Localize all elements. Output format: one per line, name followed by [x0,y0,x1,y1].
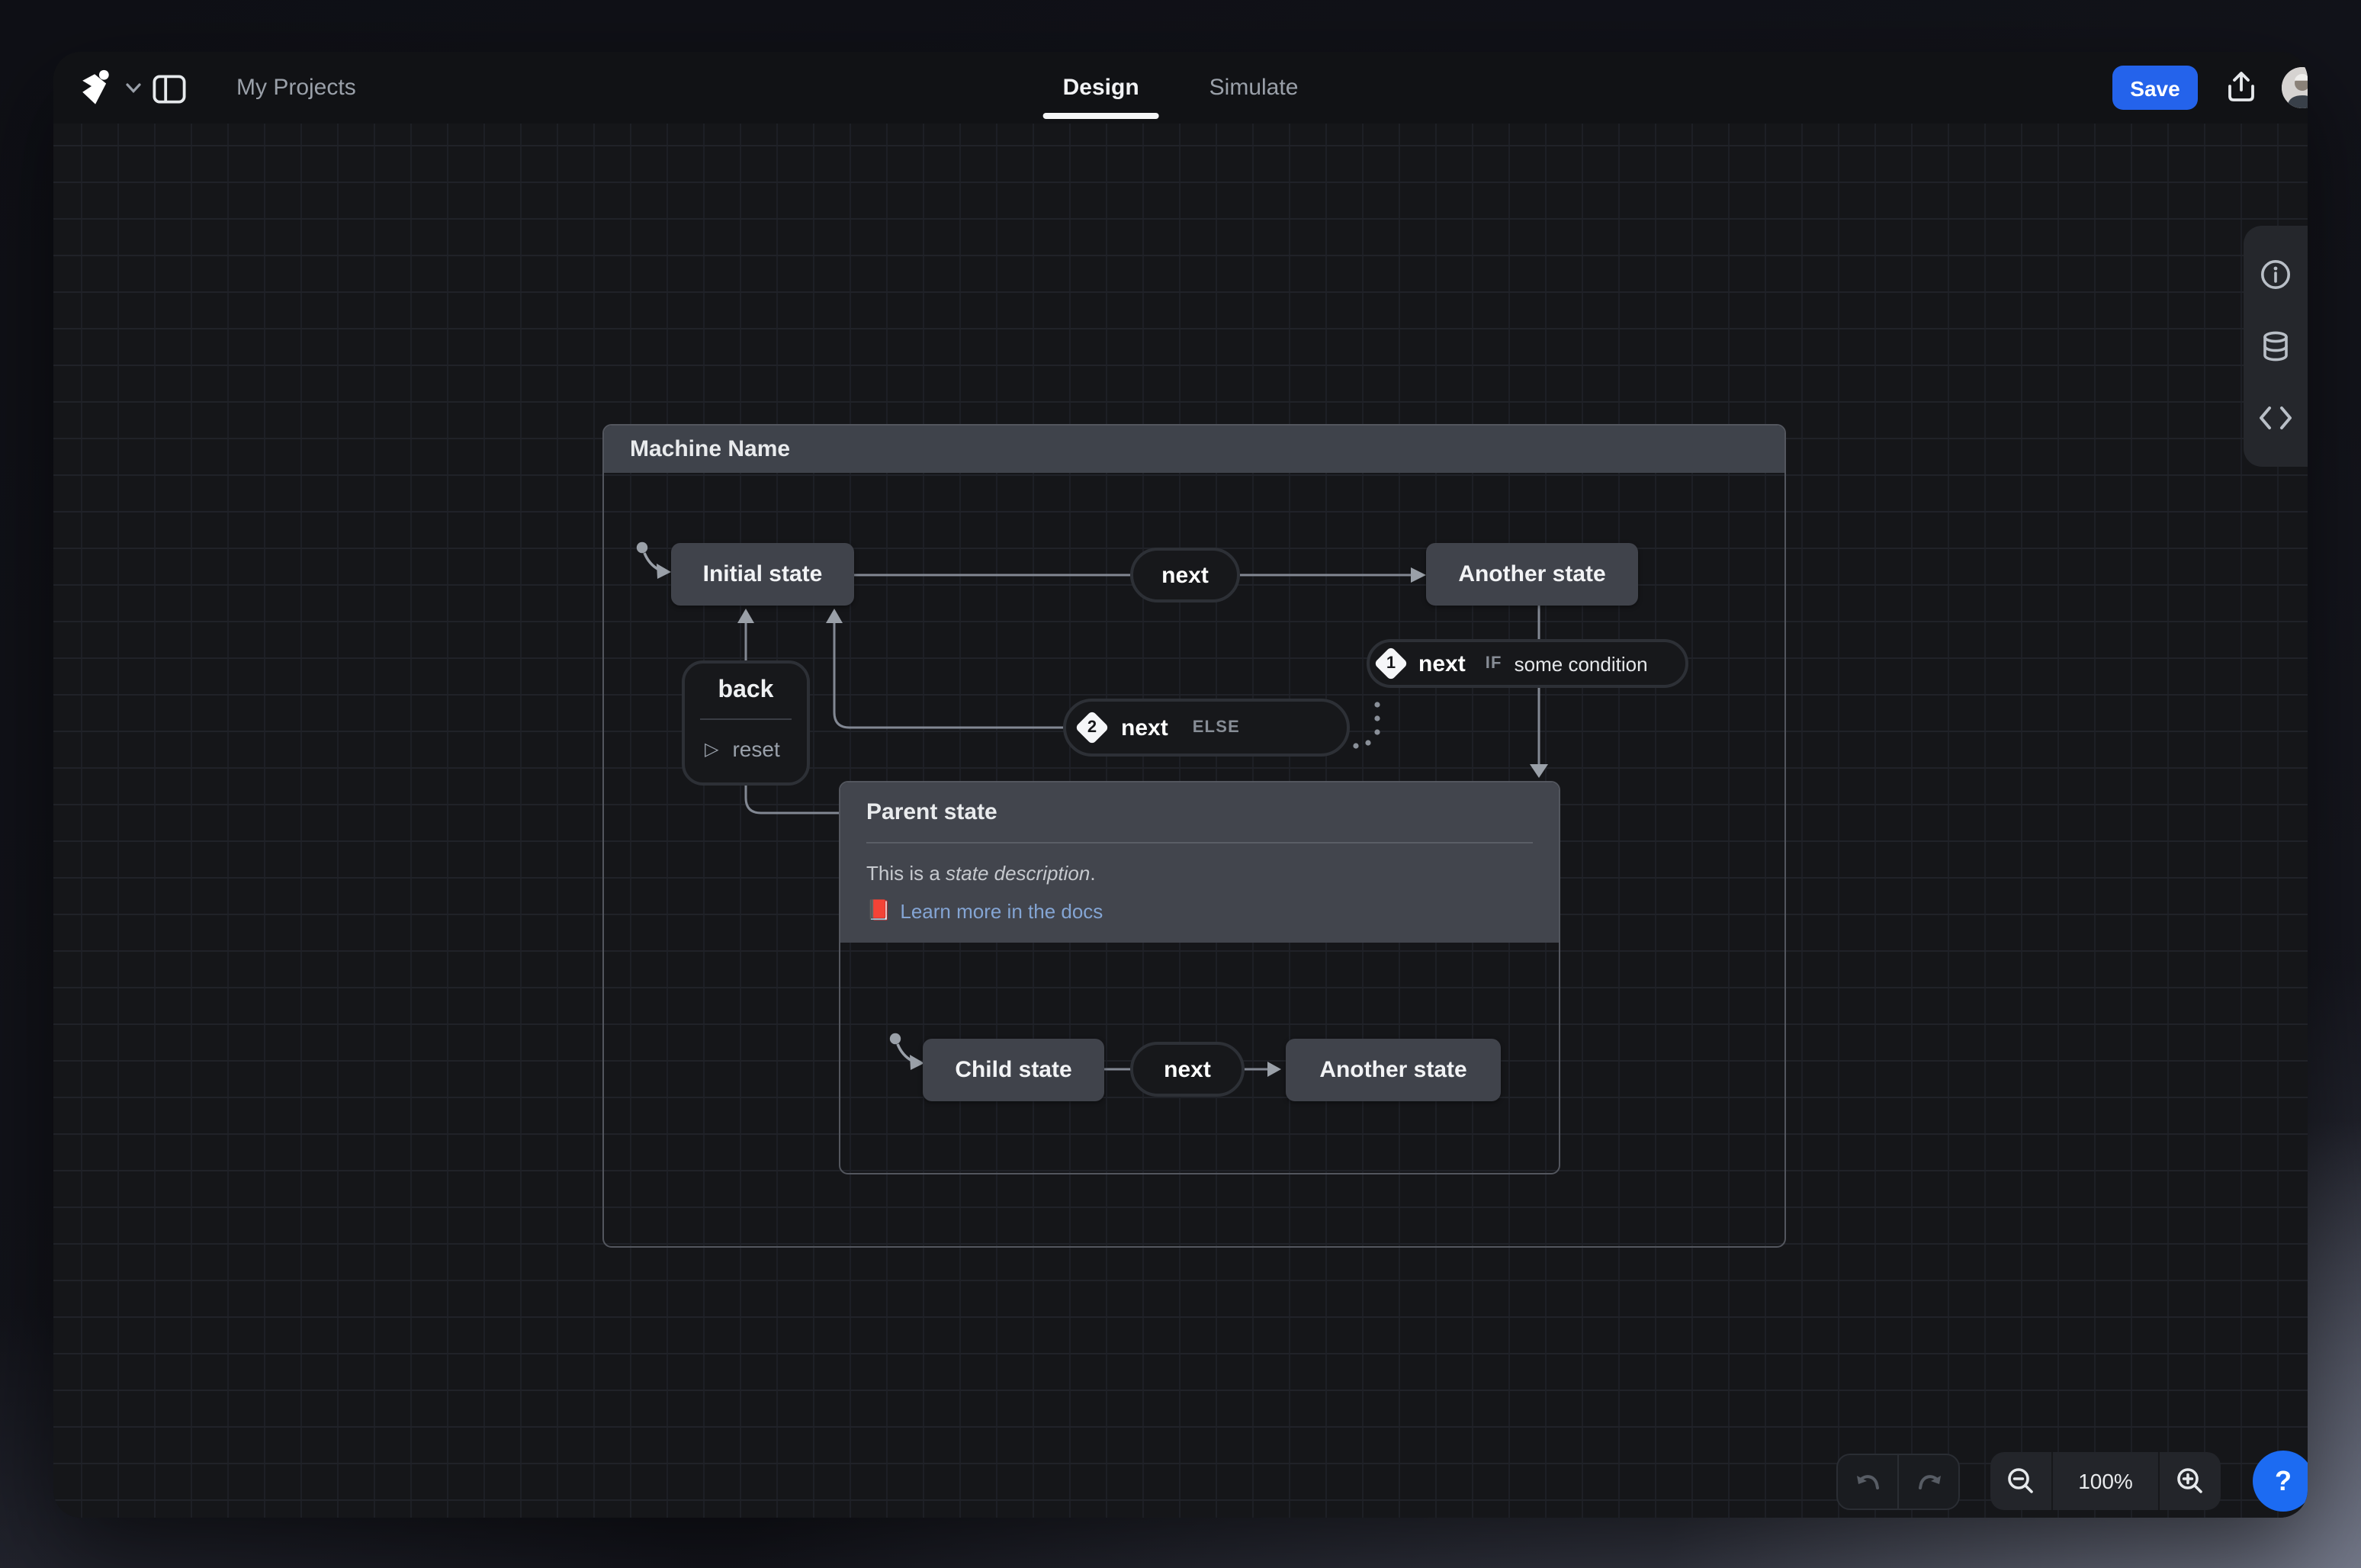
zoom-controls: 100% [1990,1452,2221,1510]
app-menu-button[interactable] [73,64,143,111]
active-tab-indicator [1042,113,1159,119]
else-order-badge: 2 [1074,710,1110,745]
stately-logo-icon [82,69,109,104]
breadcrumb-my-projects[interactable]: My Projects [236,75,356,101]
save-button[interactable]: Save [2112,66,2198,110]
action-reset[interactable]: ▷ reset [685,720,807,778]
tab-design[interactable]: Design [1042,52,1159,124]
top-bar: My Projects Design Simulate Save [53,52,2308,124]
parent-state-header[interactable]: Parent state This is a state description… [840,782,1559,943]
event-next-child[interactable]: next [1130,1042,1245,1097]
code-panel-button[interactable] [2253,396,2298,442]
divider [1897,1455,1899,1509]
help-button[interactable]: ? [2253,1451,2308,1512]
sidebar-toggle-icon [153,74,186,103]
info-panel-button[interactable] [2253,251,2298,297]
mode-tabs: Design Simulate [1042,52,1299,124]
data-panel-button[interactable] [2253,323,2298,369]
zoom-out-button[interactable] [1990,1452,2051,1510]
event-back-label: back [718,677,774,703]
action-reset-label: reset [732,737,780,761]
machine-container[interactable]: Machine Name [602,424,1786,1248]
share-upload-icon [2228,72,2253,101]
code-icon [2260,406,2292,430]
zoom-in-icon [2177,1468,2202,1493]
state-node-another[interactable]: Another state [1426,543,1638,606]
machine-header[interactable]: Machine Name [604,426,1784,473]
sidebar-toggle-button[interactable] [151,73,188,104]
state-node-child-another[interactable]: Another state [1286,1039,1501,1101]
chevron-down-icon [126,82,141,92]
divider [2158,1452,2160,1510]
share-button[interactable] [2222,69,2259,105]
event-back-node[interactable]: back ▷ reset [682,660,810,786]
docs-link-label: Learn more in the docs [900,899,1103,922]
redo-button[interactable] [1899,1455,1958,1509]
parent-state-node[interactable]: Parent state This is a state description… [839,781,1560,1174]
state-node-child[interactable]: Child state [923,1039,1104,1101]
zoom-out-icon [2008,1468,2033,1493]
play-icon: ▷ [705,738,719,760]
avatar-silhouette [2282,67,2308,108]
history-controls [1836,1454,1960,1510]
help-label: ? [2275,1465,2292,1496]
app-window: Machine Name Parent state This is a stat… [53,52,2308,1518]
divider [866,842,1533,843]
right-tool-panel [2244,226,2308,467]
undo-button[interactable] [1838,1455,1897,1509]
zoom-level: 100% [2078,1469,2133,1493]
parent-state-description: This is a state description. [866,862,1096,885]
event-next-else[interactable]: 2 next ELSE [1063,699,1350,757]
state-node-initial[interactable]: Initial state [671,543,854,606]
user-avatar[interactable] [2282,67,2308,108]
diagram-layer: Machine Name Parent state This is a stat… [53,52,2308,1518]
event-next-top[interactable]: next [1130,548,1240,602]
zoom-in-button[interactable] [2160,1452,2221,1510]
guard-order-badge: 1 [1373,646,1409,681]
redo-icon [1918,1474,1940,1489]
tab-simulate[interactable]: Simulate [1209,75,1299,101]
machine-name: Machine Name [630,436,791,462]
undo-icon [1856,1474,1878,1489]
divider [700,718,792,720]
database-icon [2263,331,2288,361]
info-icon [2260,259,2291,289]
docs-book-icon: 📕 [866,898,891,921]
docs-link[interactable]: 📕 Learn more in the docs [866,898,1533,923]
divider [2051,1452,2053,1510]
parent-state-title: Parent state [866,799,997,825]
event-next-guarded[interactable]: 1 next IF some condition [1367,639,1688,688]
